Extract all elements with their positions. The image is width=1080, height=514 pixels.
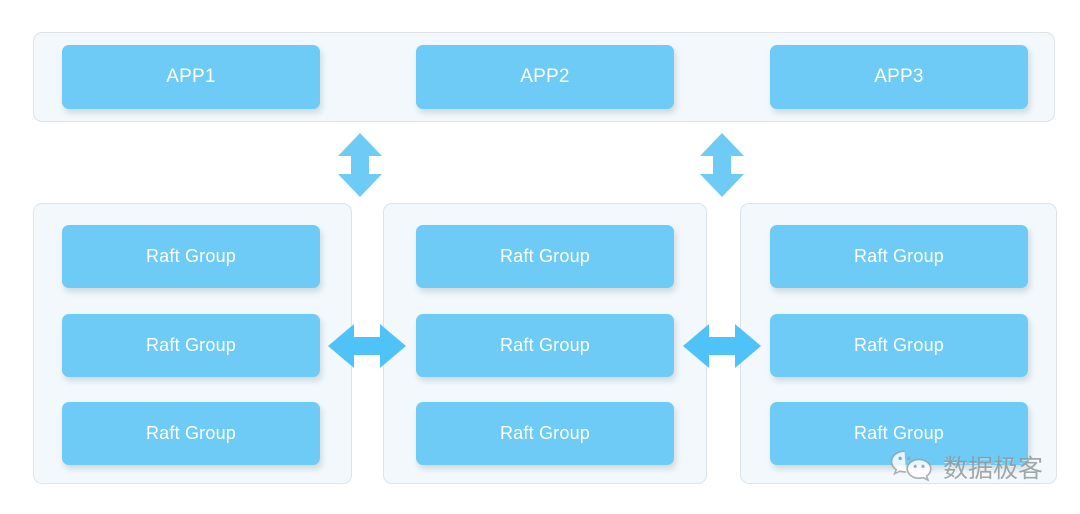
app-node-1[interactable]: APP1 (62, 45, 320, 109)
app-node-2[interactable]: APP2 (416, 45, 674, 109)
vertical-arrow-left-icon (338, 133, 382, 197)
raft-group-node[interactable]: Raft Group (770, 225, 1028, 288)
raft-group-node[interactable]: Raft Group (416, 314, 674, 377)
raft-group-node[interactable]: Raft Group (770, 314, 1028, 377)
raft-group-node[interactable]: Raft Group (416, 225, 674, 288)
vertical-arrow-right-icon (700, 133, 744, 197)
raft-group-node[interactable]: Raft Group (62, 314, 320, 377)
horizontal-arrow-left-icon (328, 324, 406, 368)
raft-group-node[interactable]: Raft Group (62, 225, 320, 288)
raft-group-node[interactable]: Raft Group (416, 402, 674, 465)
raft-group-node[interactable]: Raft Group (62, 402, 320, 465)
raft-group-node[interactable]: Raft Group (770, 402, 1028, 465)
app-node-3[interactable]: APP3 (770, 45, 1028, 109)
horizontal-arrow-right-icon (683, 324, 761, 368)
